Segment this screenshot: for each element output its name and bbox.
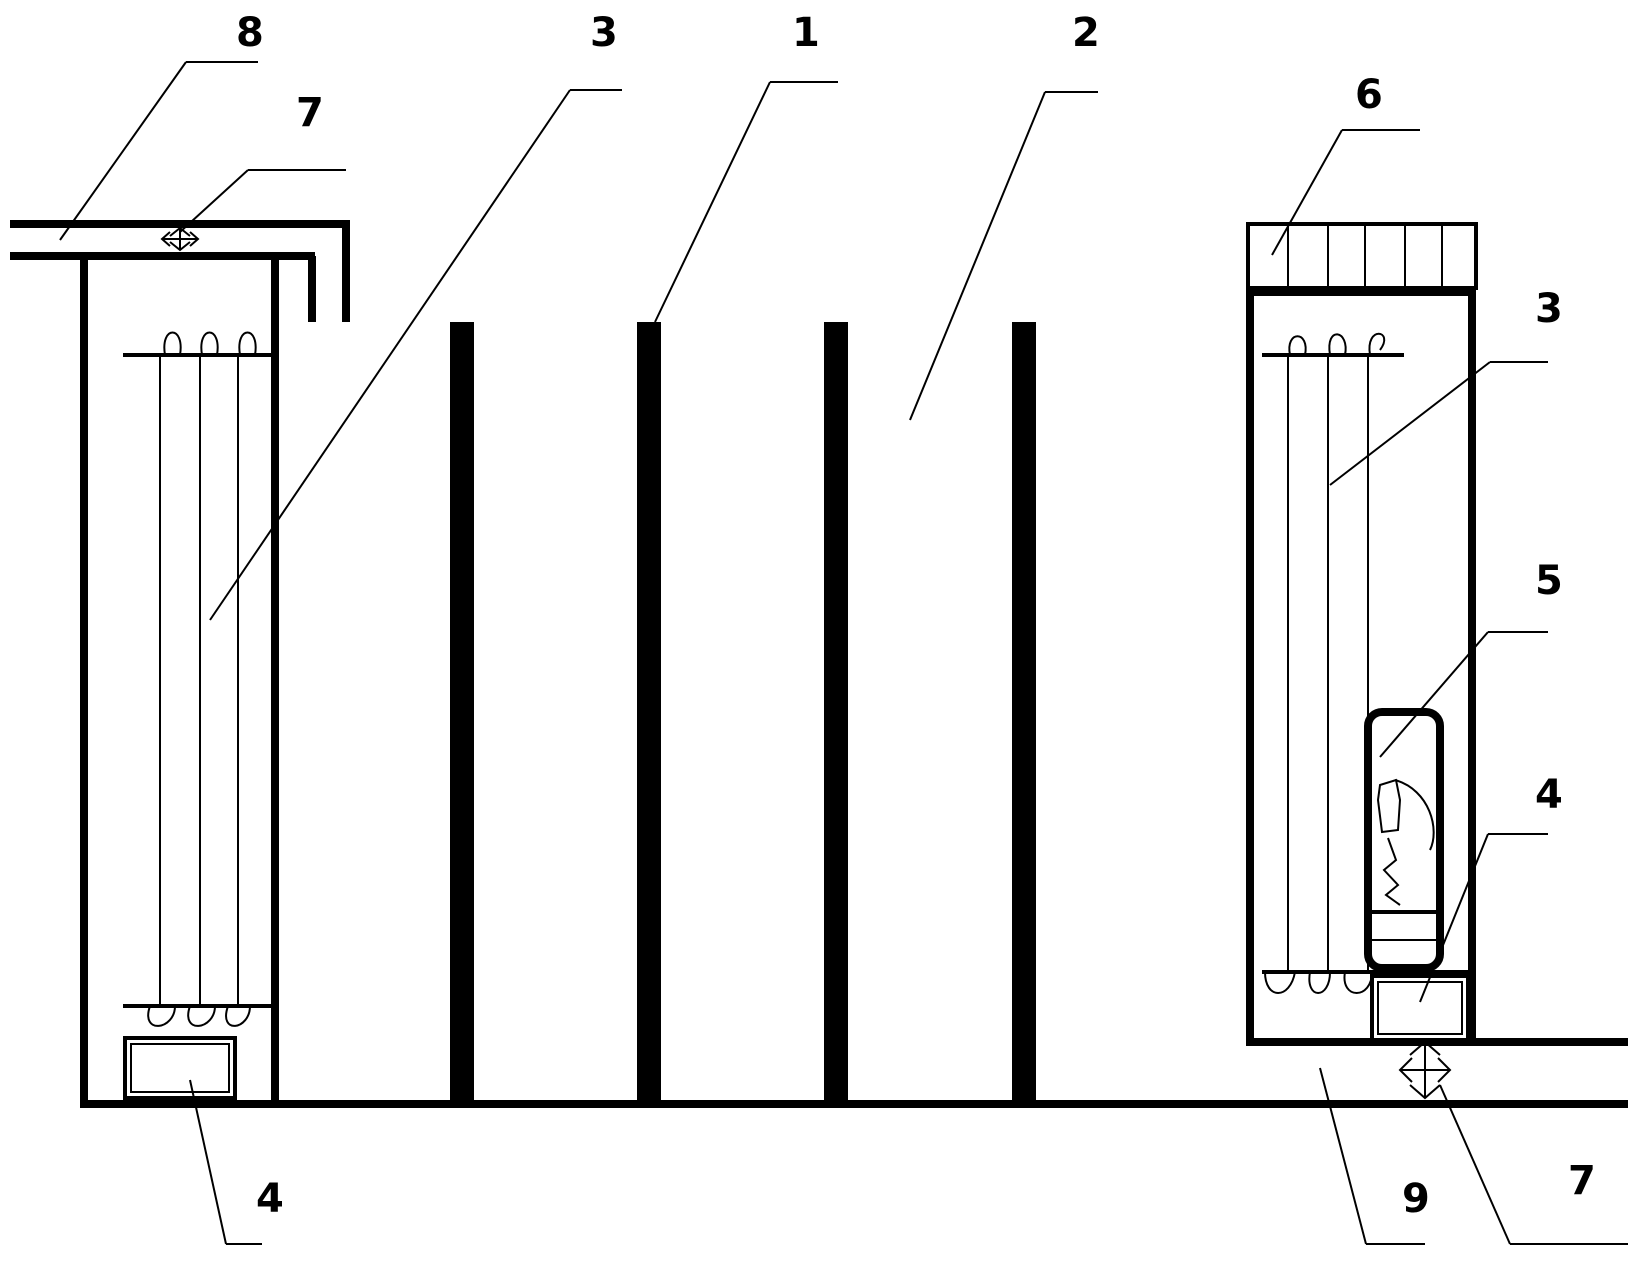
left-tube-bundle (123, 331, 272, 1027)
label-4-left: 4 (256, 1176, 284, 1222)
top-pipe (10, 220, 350, 322)
label-1: 1 (792, 10, 820, 56)
left-base-box (123, 1036, 237, 1100)
igniter-module (1364, 708, 1444, 972)
label-6: 6 (1355, 72, 1383, 118)
label-7-bottom: 7 (1568, 1158, 1596, 1204)
label-3-left: 3 (590, 10, 618, 56)
label-4-right: 4 (1535, 772, 1563, 818)
right-top-grille (1246, 222, 1478, 290)
label-3-right: 3 (1535, 286, 1563, 332)
left-housing (80, 252, 316, 1104)
label-2: 2 (1072, 10, 1100, 56)
right-base-box (1370, 974, 1470, 1042)
label-5: 5 (1535, 558, 1563, 604)
four-way-arrow-icon (160, 226, 200, 252)
label-9: 9 (1402, 1176, 1430, 1222)
right-housing (1246, 288, 1628, 1046)
plates (450, 322, 1036, 1104)
four-way-arrow-icon (1398, 1040, 1452, 1100)
leader-lines (59, 61, 1628, 1245)
label-8: 8 (236, 10, 264, 56)
label-7-top: 7 (296, 90, 324, 136)
